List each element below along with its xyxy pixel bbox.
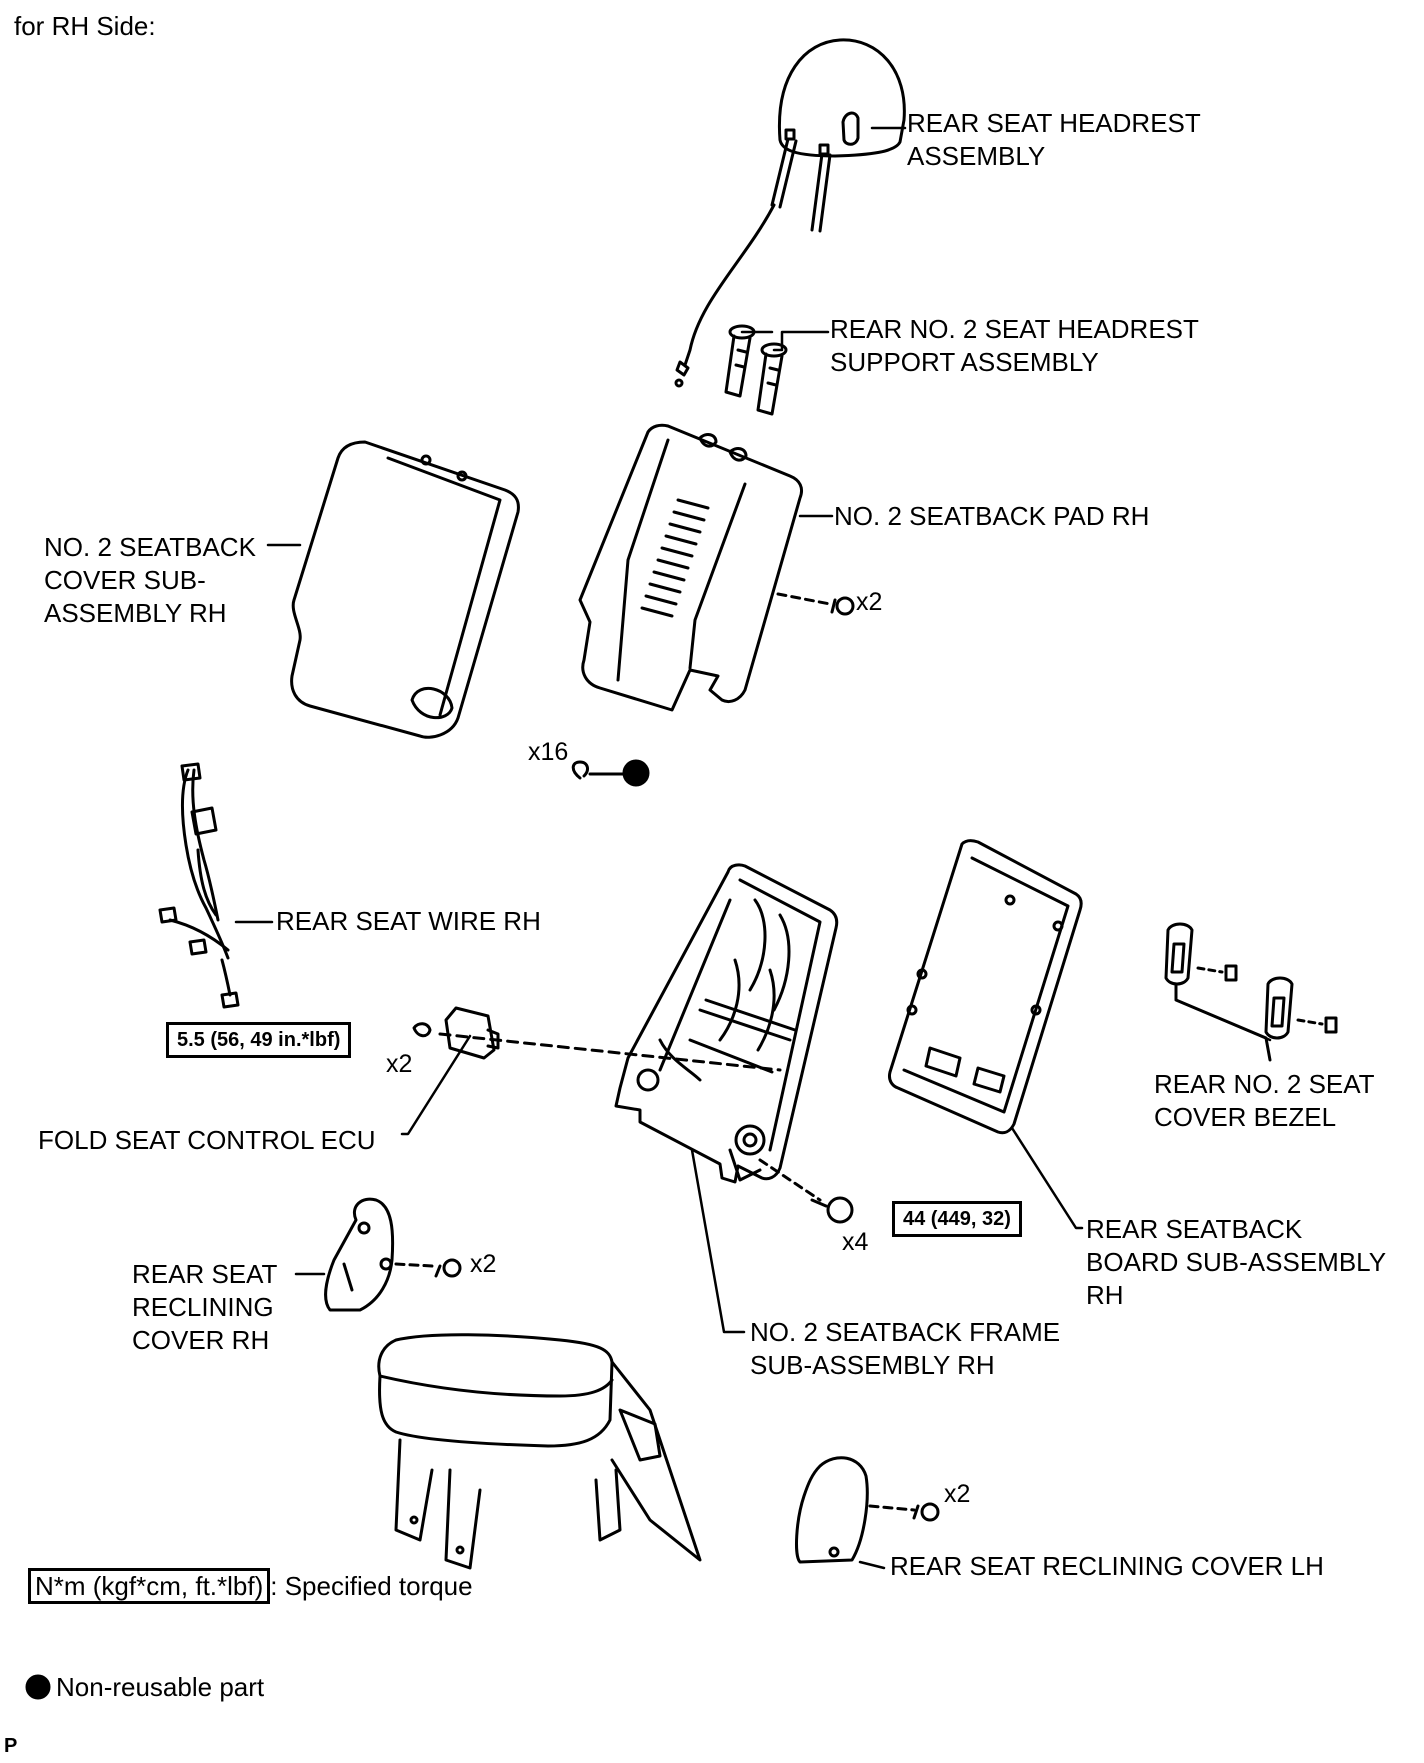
qty-ecu-nuts: x2 [386,1050,413,1078]
frame-bolt-illustration [758,1158,854,1224]
pad-clip-illustration [776,592,855,616]
reclining-cover-rh-illustration [324,1197,462,1312]
leader-lines [234,126,1272,1570]
label-rear-seat-wire: REAR SEAT WIRE RH [276,906,541,936]
reclining-cover-lh-illustration [795,1456,940,1564]
torque-legend: N*m (kgf*cm, ft.*lbf): Specified torque [28,1568,473,1604]
torque-legend-text: : Specified torque [270,1571,473,1601]
torque-frame-bolt: 44 (449, 32) [892,1201,1022,1237]
fold-seat-ecu-illustration [412,1006,782,1072]
seatback-pad-illustration [578,423,804,712]
qty-frame-bolts: x4 [842,1228,869,1256]
label-fold-seat-ecu: FOLD SEAT CONTROL ECU [38,1125,376,1155]
seatback-cover-illustration [290,440,520,739]
torque-ecu-nut: 5.5 (56, 49 in.*lbf) [166,1022,352,1058]
rear-seat-wire-illustration [158,762,240,1009]
seatback-board-illustration [888,839,1083,1135]
hog-ring-illustration [571,759,650,787]
cover-bezel-illustration [1164,922,1338,1062]
seatback-frame-illustration [614,863,839,1184]
torque-legend-box: N*m (kgf*cm, ft.*lbf) [28,1568,271,1604]
nonreusable-legend-dot [25,1674,51,1700]
nonreusable-legend: Non-reusable part [56,1672,265,1702]
qty-rh-cover-screws: x2 [470,1250,497,1278]
footer-code: P [4,1735,18,1757]
qty-lh-cover-screws: x2 [944,1480,971,1508]
label-seatback-pad: NO. 2 SEATBACK PAD RH [834,501,1150,531]
headrest-illustration [674,38,906,388]
side-label: for RH Side: [14,11,156,41]
qty-hog-rings: x16 [528,738,569,766]
headrest-support-illustration [724,324,788,416]
seat-cushion-illustration [377,1333,702,1570]
label-reclining-cover-lh: REAR SEAT RECLINING COVER LH [890,1551,1324,1581]
qty-pad-clips: x2 [856,588,883,616]
